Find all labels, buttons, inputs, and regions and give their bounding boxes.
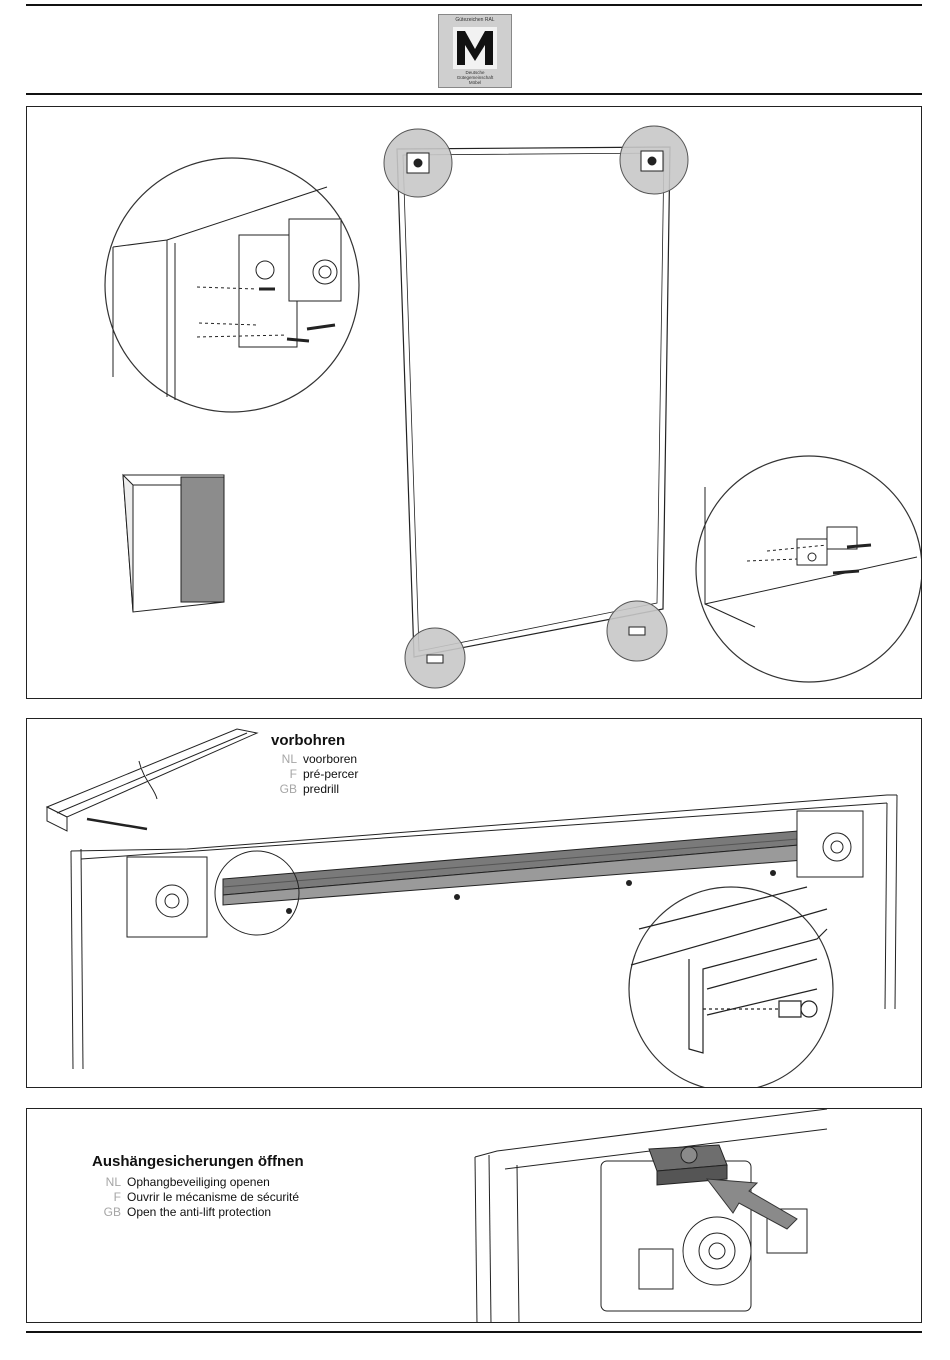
predrill-heading: vorbohren <box>271 732 345 749</box>
corner-highlight-circles <box>384 126 688 688</box>
zoom-circle-top-fitting <box>105 158 359 412</box>
door-panel-drawing <box>397 147 670 657</box>
logo-top-text: Gütezeichen RAL <box>439 17 511 23</box>
zoom-circle-bottom-fitting <box>696 456 922 682</box>
roller-fitting-large <box>601 1161 807 1311</box>
logo-m-mark <box>453 27 497 69</box>
header-rule <box>26 93 922 95</box>
step-panel-mount-fittings <box>26 106 922 699</box>
wardrobe-thumbnail <box>123 475 224 612</box>
bottom-rule <box>26 1331 922 1333</box>
top-rule <box>26 4 922 6</box>
logo-bottom-text: Deutsche Gütegemeinschaft Möbel <box>445 70 505 85</box>
door-fitting-illustration <box>27 107 922 699</box>
ral-quality-logo: Gütezeichen RAL Deutsche Gütegemeinschaf… <box>438 14 512 88</box>
anti-lift-heading: Aushängesicherungen öffnen <box>92 1153 304 1170</box>
profile-with-drill-bit <box>47 729 257 831</box>
rail-predrill-illustration <box>27 719 922 1088</box>
zoom-circle-rail-screw <box>629 887 833 1088</box>
anti-lift-catch <box>649 1145 727 1185</box>
